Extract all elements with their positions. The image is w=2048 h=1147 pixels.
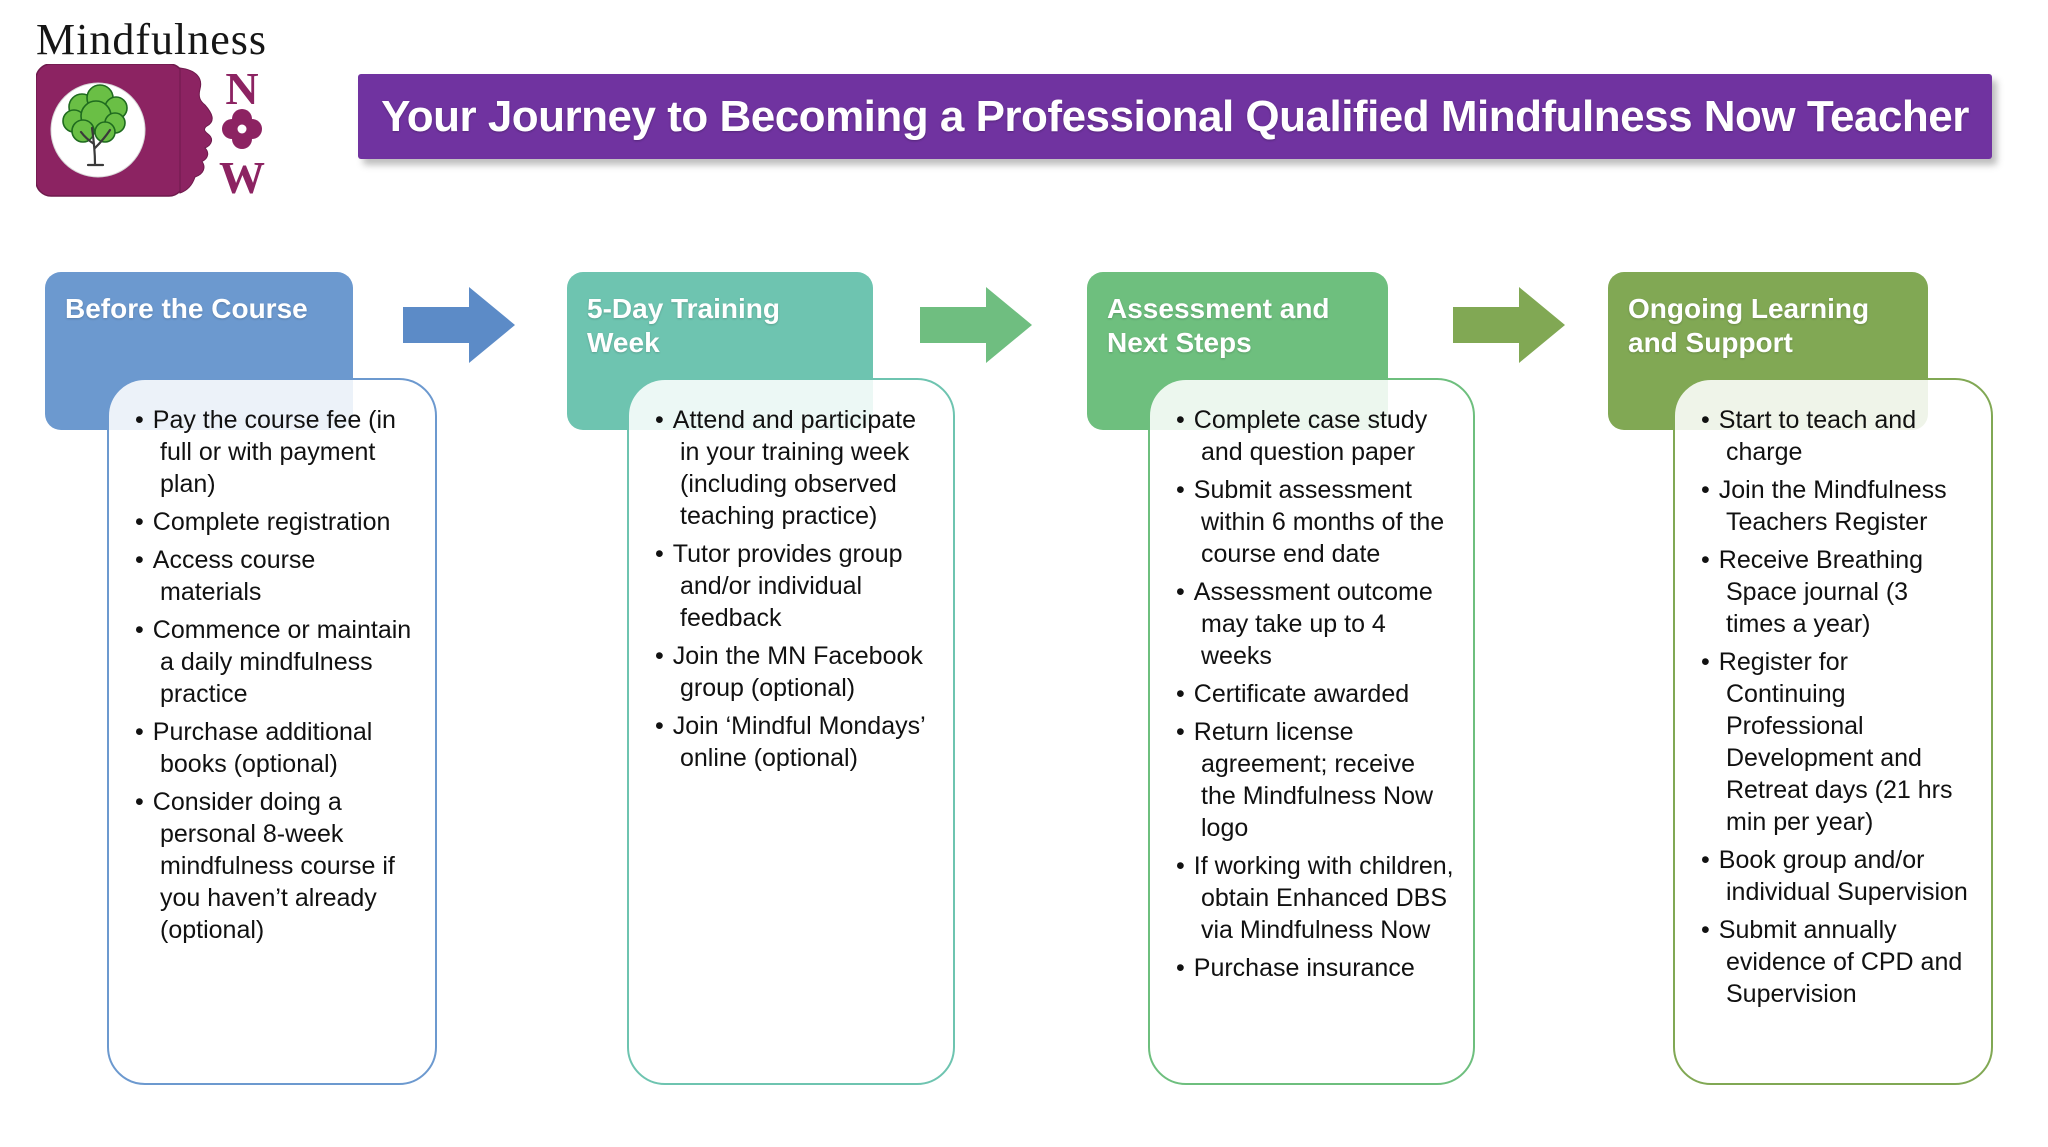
bullet-item: Join the MN Facebook group (optional) <box>655 640 935 704</box>
bullet-item: Join the Mindfulness Teachers Register <box>1701 474 1973 538</box>
stage-header-ongoing-learning-support: Ongoing Learning and Support <box>1608 272 1928 430</box>
stage-title: Ongoing Learning and Support <box>1628 293 1870 359</box>
bullet-item: Complete registration <box>135 506 417 538</box>
tree-icon <box>50 82 146 178</box>
bullet-item: Return license agreement; receive the Mi… <box>1176 716 1455 844</box>
bullet-item: Submit annually evidence of CPD and Supe… <box>1701 914 1973 1010</box>
bullet-item: Pay the course fee (in full or with paym… <box>135 404 417 500</box>
stage-card-training-week: Attend and participate in your training … <box>627 378 955 1085</box>
bullet-item: If working with children, obtain Enhance… <box>1176 850 1455 946</box>
bullet-item: Purchase insurance <box>1176 952 1455 984</box>
bullet-item: Start to teach and charge <box>1701 404 1973 468</box>
bullet-item: Consider doing a personal 8-week mindful… <box>135 786 417 946</box>
bullet-list: Start to teach and chargeJoin the Mindfu… <box>1701 404 1973 1010</box>
stage-title: Before the Course <box>65 293 308 324</box>
page-title: Your Journey to Becoming a Professional … <box>381 91 1969 141</box>
arrow-right-icon <box>920 287 1032 363</box>
stage-card-ongoing-learning-support: Start to teach and chargeJoin the Mindfu… <box>1673 378 1993 1085</box>
stage-title: Assessment and Next Steps <box>1107 293 1330 359</box>
bullet-item: Tutor provides group and/or individual f… <box>655 538 935 634</box>
bullet-item: Assessment outcome may take up to 4 week… <box>1176 576 1455 672</box>
bullet-item: Complete case study and question paper <box>1176 404 1455 468</box>
bullet-item: Book group and/or individual Supervision <box>1701 844 1973 908</box>
arrow-right-icon <box>1453 287 1565 363</box>
bullet-list: Pay the course fee (in full or with paym… <box>135 404 417 946</box>
bullet-item: Purchase additional books (optional) <box>135 716 417 780</box>
bullet-item: Access course materials <box>135 544 417 608</box>
bullet-item: Commence or maintain a daily mindfulness… <box>135 614 417 710</box>
stage-card-assessment-next-steps: Complete case study and question paperSu… <box>1148 378 1475 1085</box>
page-title-banner: Your Journey to Becoming a Professional … <box>358 74 1992 159</box>
bullet-list: Complete case study and question paperSu… <box>1176 404 1455 984</box>
bullet-item: Certificate awarded <box>1176 678 1455 710</box>
clover-icon <box>222 109 262 149</box>
bullet-item: Register for Continuing Professional Dev… <box>1701 646 1973 838</box>
logo-letter-n: N <box>225 64 258 114</box>
bullet-item: Join ‘Mindful Mondays’ online (optional) <box>655 710 935 774</box>
bullet-list: Attend and participate in your training … <box>655 404 935 774</box>
arrow-right-icon <box>403 287 515 363</box>
bullet-item: Submit assessment within 6 months of the… <box>1176 474 1455 570</box>
bullet-item: Attend and participate in your training … <box>655 404 935 532</box>
mindfulness-now-logo: N W <box>36 64 265 199</box>
stage-title: 5-Day Training Week <box>587 293 780 359</box>
bullet-item: Receive Breathing Space journal (3 times… <box>1701 544 1973 640</box>
logo-letter-w: W <box>219 152 265 199</box>
stage-card-before-the-course: Pay the course fee (in full or with paym… <box>107 378 437 1085</box>
logo-brand-word: Mindfulness <box>36 15 267 64</box>
